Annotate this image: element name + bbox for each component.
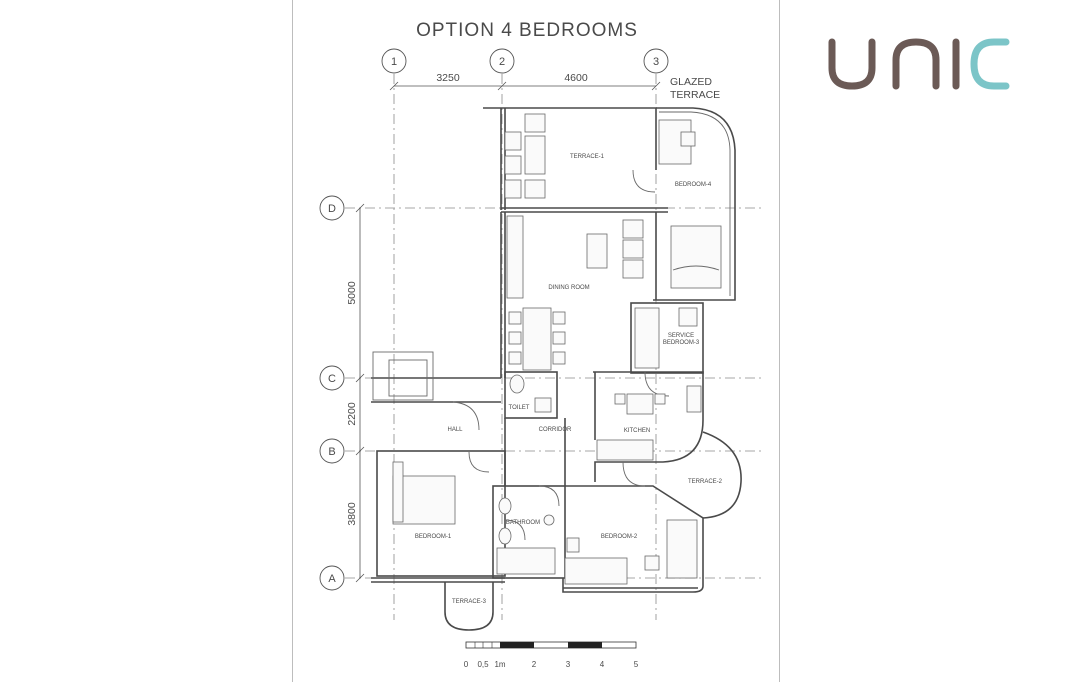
kitchen-table-icon: [626, 393, 654, 415]
column-label-1: 1: [391, 56, 397, 68]
armchair-icon: [622, 219, 644, 239]
column-bubble-3: [643, 48, 669, 74]
room-labels: TERRACE-1 BEDROOM-4 DINING ROOM SERVICE …: [415, 154, 723, 605]
toilet-icon: [498, 497, 512, 515]
glazed-note-line1: GLAZED: [670, 76, 712, 88]
basin-icon: [543, 514, 555, 526]
glazed-note-line2: TERRACE: [670, 89, 720, 101]
room-label-corridor: CORRIDOR: [539, 427, 572, 433]
row-bubble-a: [319, 565, 345, 591]
floor-plan: OPTION 4 BEDROOMS 1 2 3 D C: [319, 20, 763, 669]
room-label-terrace-3: TERRACE-3: [452, 599, 487, 605]
furniture: [392, 113, 722, 585]
chair-icon: [524, 113, 546, 133]
vertical-dimensions: 5000 2200 3800: [346, 203, 365, 583]
scale-label-2: 2: [532, 660, 537, 669]
room-label-terrace-1: TERRACE-1: [570, 154, 605, 160]
sink-icon: [686, 385, 702, 413]
dim-5000: 5000: [346, 281, 358, 305]
sink-icon: [534, 397, 552, 413]
chair-icon: [504, 179, 522, 199]
counter-icon: [596, 439, 654, 461]
desk-icon: [678, 307, 698, 327]
row-label-a: A: [328, 573, 336, 585]
armchair-icon: [622, 259, 644, 279]
row-label-d: D: [328, 203, 336, 215]
horizontal-dimensions: 3250 4600: [389, 72, 661, 91]
bidet-icon: [498, 527, 512, 545]
bed-icon: [634, 307, 660, 369]
column-markers: 1 2 3: [381, 48, 669, 74]
room-label-service-2: BEDROOM-3: [663, 340, 700, 346]
room-label-toilet: TOILET: [509, 405, 530, 411]
chair-icon: [504, 155, 522, 175]
row-bubble-c: [319, 365, 345, 391]
scale-bar: 0 0,5 1m 2 3 4 5: [464, 641, 639, 669]
room-label-bathroom: BATHROOM: [506, 520, 540, 526]
room-label-bedroom-4: BEDROOM-4: [675, 182, 712, 188]
room-label-kitchen: KITCHEN: [624, 428, 650, 434]
room-label-dining-room: DINING ROOM: [548, 285, 589, 291]
column-label-3: 3: [653, 56, 659, 68]
column-bubble-1: [381, 48, 407, 74]
room-label-bedroom-2: BEDROOM-2: [601, 534, 638, 540]
unic-logo: [828, 38, 1010, 90]
row-label-c: C: [328, 373, 336, 385]
sofa-icon: [506, 215, 524, 299]
dim-2200: 2200: [346, 402, 358, 426]
scale-label-4: 4: [600, 660, 605, 669]
dim-3800: 3800: [346, 502, 358, 526]
bathtub-icon: [496, 547, 556, 575]
dim-3250: 3250: [436, 72, 460, 84]
room-label-terrace-2: TERRACE-2: [688, 479, 723, 485]
bed-icon: [666, 519, 698, 579]
row-label-b: B: [328, 446, 335, 458]
table-icon: [524, 135, 546, 175]
dining-table-icon: [522, 307, 552, 371]
chair-icon: [680, 131, 696, 147]
plan-title: OPTION 4 BEDROOMS: [416, 20, 638, 41]
scale-label-1m: 1m: [494, 660, 505, 669]
toilet-icon: [509, 374, 525, 394]
room-label-service-1: SERVICE: [668, 333, 694, 339]
row-bubble-d: [319, 195, 345, 221]
scale-label-0: 0: [464, 660, 469, 669]
bed-icon: [670, 225, 722, 289]
row-bubble-b: [319, 438, 345, 464]
drawing-sheet: OPTION 4 BEDROOMS 1 2 3 D C: [292, 0, 780, 682]
bed-icon: [564, 557, 628, 585]
coffee-table-icon: [586, 233, 608, 269]
dim-4600: 4600: [564, 72, 588, 84]
scale-label-5: 5: [634, 660, 639, 669]
row-markers: D C B A: [319, 195, 345, 591]
grid-lines: [345, 74, 763, 620]
room-label-hall: HALL: [447, 427, 463, 433]
chair-icon: [524, 179, 546, 199]
armchair-icon: [622, 239, 644, 259]
column-label-2: 2: [499, 56, 505, 68]
column-bubble-2: [489, 48, 515, 74]
room-label-bedroom-1: BEDROOM-1: [415, 534, 452, 540]
chair-icon: [504, 131, 522, 151]
scale-label-3: 3: [566, 660, 571, 669]
scale-label-0-5: 0,5: [477, 660, 489, 669]
